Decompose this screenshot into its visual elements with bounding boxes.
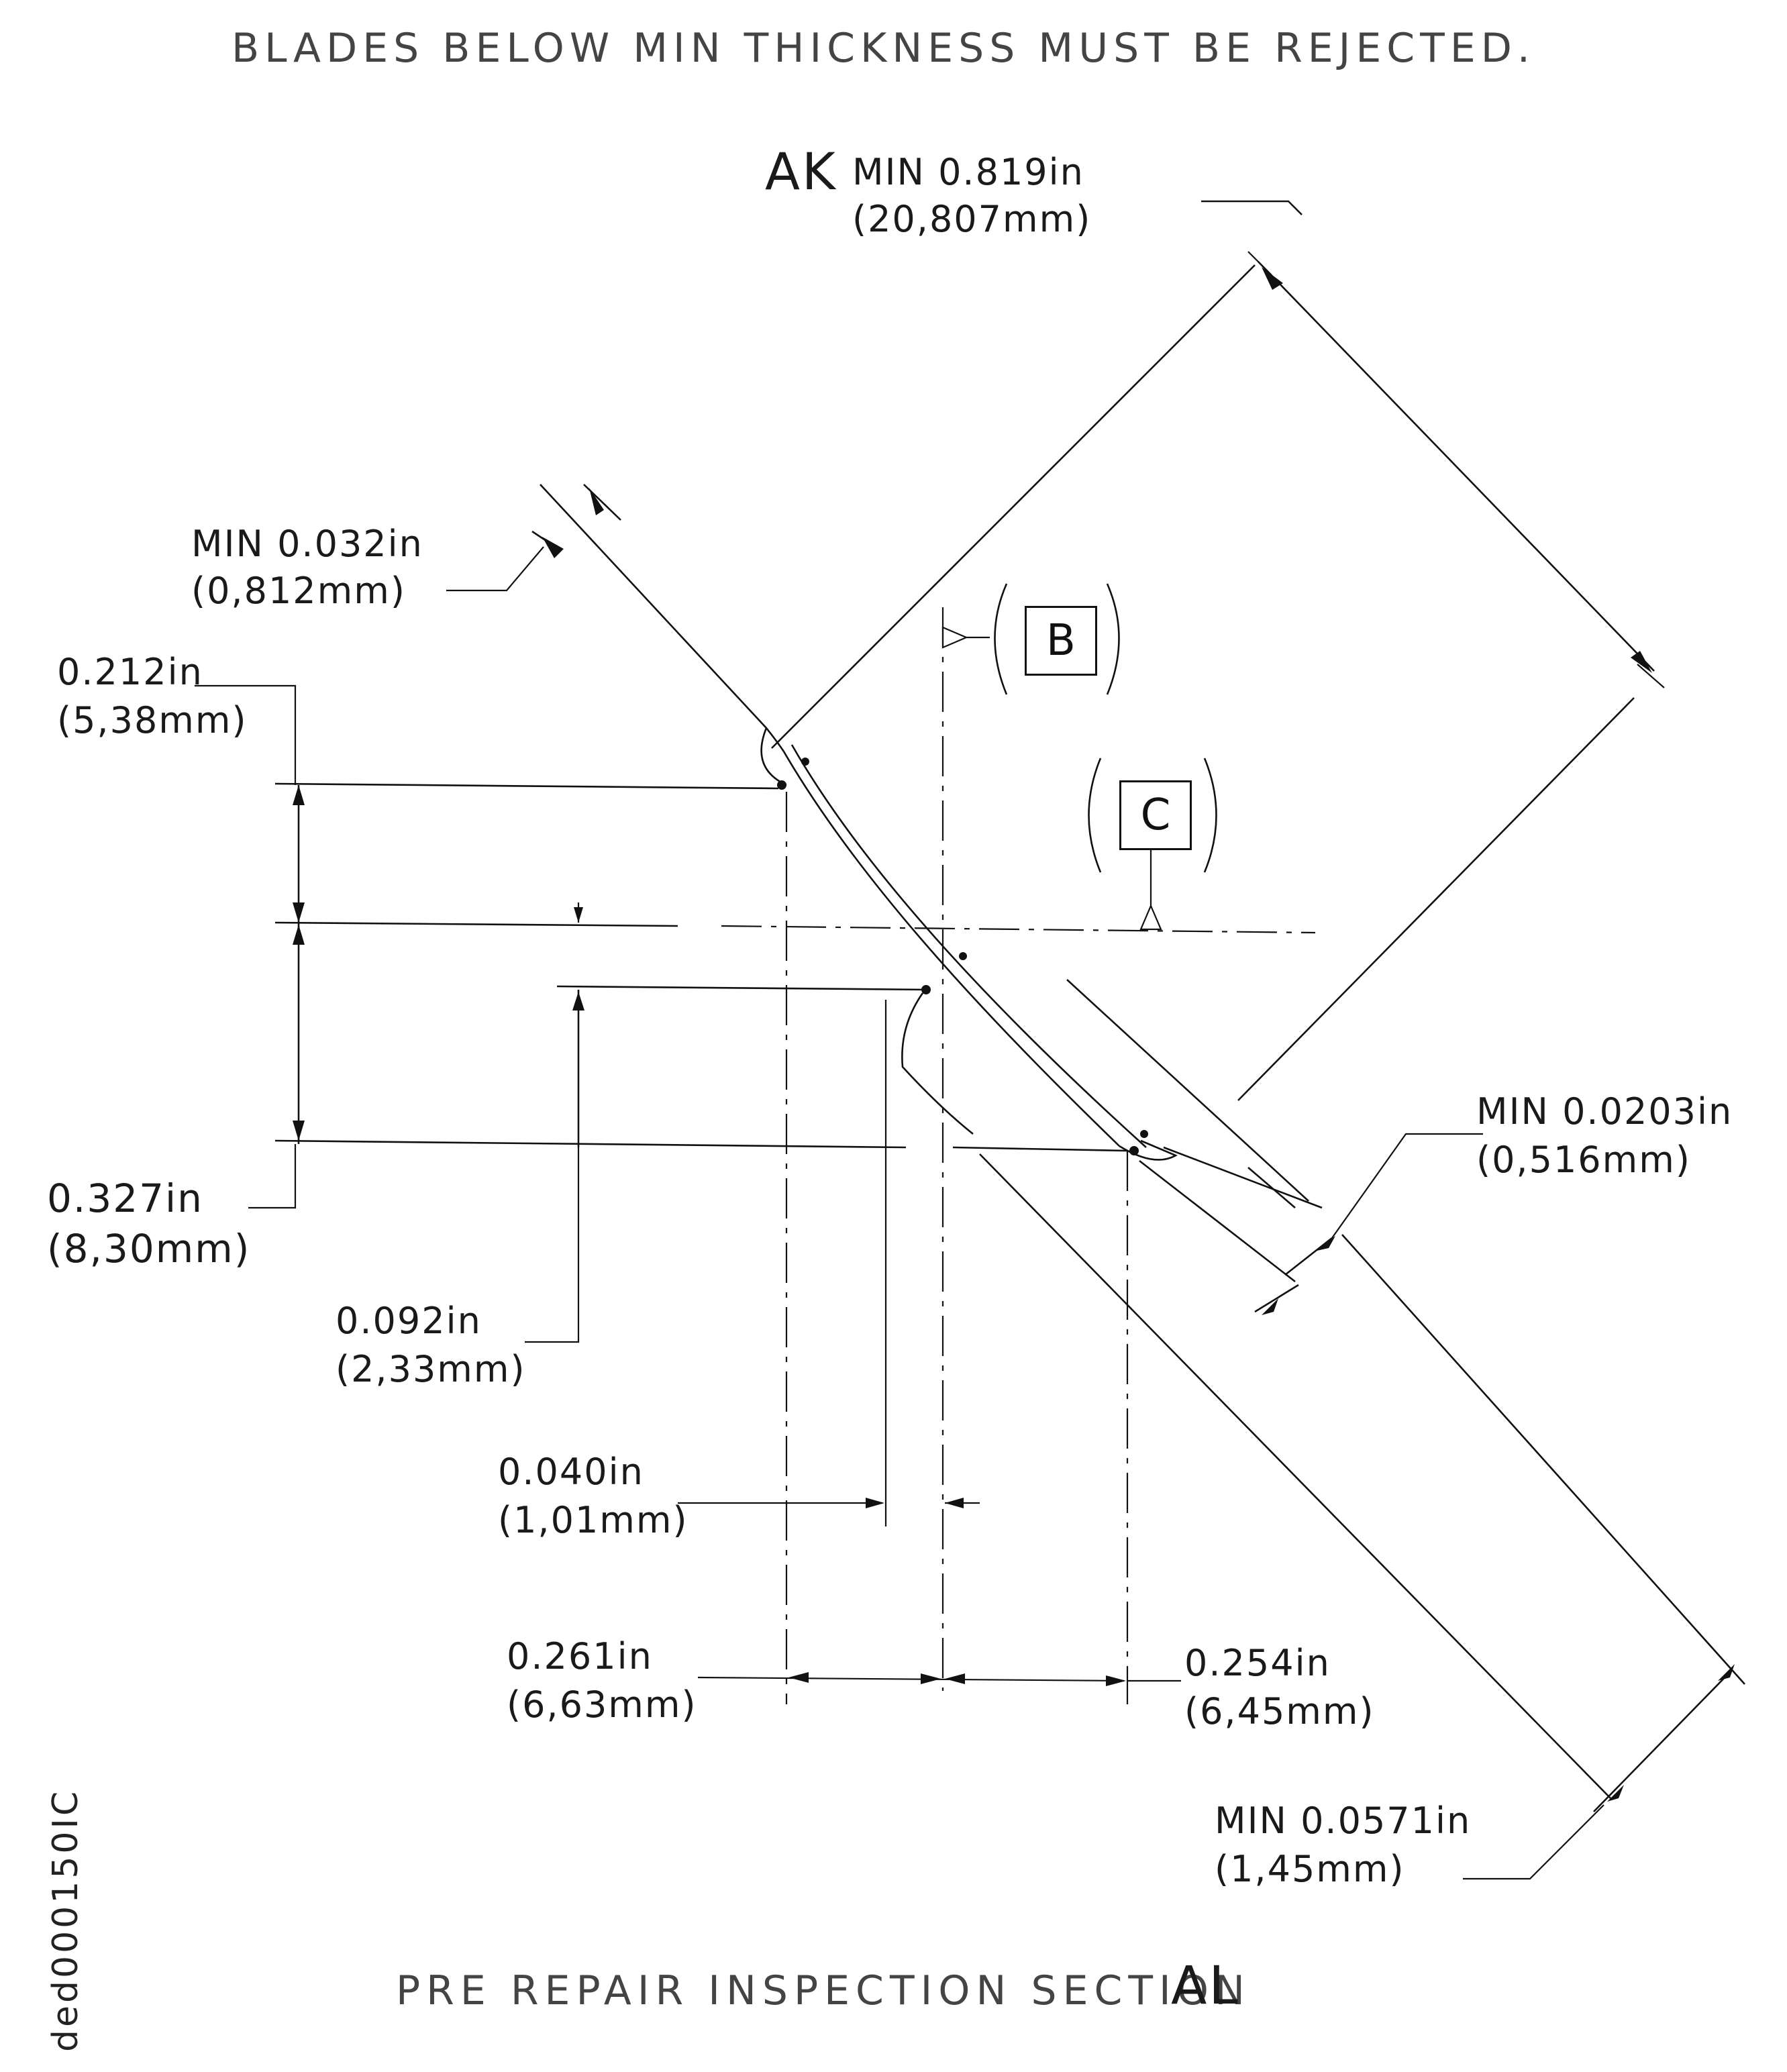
min-00203-line2: (0,516mm): [1476, 1139, 1691, 1181]
min-0032-dimension: [446, 484, 621, 592]
datum-parentheses: [994, 583, 1217, 873]
footer-title: PRE REPAIR INSPECTION SECTION: [396, 1967, 1251, 2014]
d0212-line1: 0.212in: [57, 651, 203, 693]
ak-tag: AK: [765, 142, 837, 201]
d0092-line2: (2,33mm): [336, 1348, 526, 1390]
d0092-dimension: [525, 985, 930, 1343]
ak-line1: MIN 0.819in: [852, 151, 1084, 193]
datum-b-label: B: [1025, 606, 1097, 676]
d0327-line1: 0.327in: [47, 1176, 203, 1221]
min-00571-dimension: [1463, 1664, 1735, 1880]
d0254-line1: 0.254in: [1184, 1642, 1331, 1684]
footer-section: AL: [1171, 1956, 1240, 2016]
min-0032-line2: (0,812mm): [191, 570, 406, 612]
d0254-line2: (6,45mm): [1184, 1690, 1375, 1732]
ak-line2: (20,807mm): [852, 198, 1092, 240]
min-00203-dimension: [1254, 1133, 1483, 1315]
header-note: BLADES BELOW MIN THICKNESS MUST BE REJEC…: [232, 25, 1535, 72]
extension-lines: [785, 792, 1129, 1704]
min-00571-line1: MIN 0.0571in: [1215, 1800, 1472, 1842]
d0212-line2: (5,38mm): [57, 699, 248, 741]
d0092-line1: 0.092in: [336, 1300, 482, 1342]
ak-dimension: [771, 200, 1665, 1101]
d0040-dimension: [678, 1498, 980, 1508]
blade-profile: [540, 484, 1745, 1799]
d0327-line2: (8,30mm): [47, 1226, 251, 1272]
min-00571-line2: (1,45mm): [1215, 1848, 1405, 1890]
feature-points: [777, 758, 1148, 1155]
horizontal-dimensions-bottom: [697, 1672, 1181, 1686]
min-0032-line1: MIN 0.032in: [191, 523, 423, 565]
d0261-line1: 0.261in: [507, 1635, 653, 1677]
datum-c-label: C: [1119, 780, 1192, 850]
d0261-line2: (6,63mm): [507, 1684, 697, 1726]
d0040-line2: (1,01mm): [498, 1499, 688, 1541]
d0040-line1: 0.040in: [498, 1451, 644, 1493]
drawing-id: ded000150IC: [46, 1788, 86, 2052]
min-00203-line1: MIN 0.0203in: [1476, 1090, 1733, 1133]
datum-c-axis: [721, 842, 1316, 934]
datum-b-axis: [941, 607, 990, 1691]
vertical-dimensions-left: [195, 684, 1128, 1209]
